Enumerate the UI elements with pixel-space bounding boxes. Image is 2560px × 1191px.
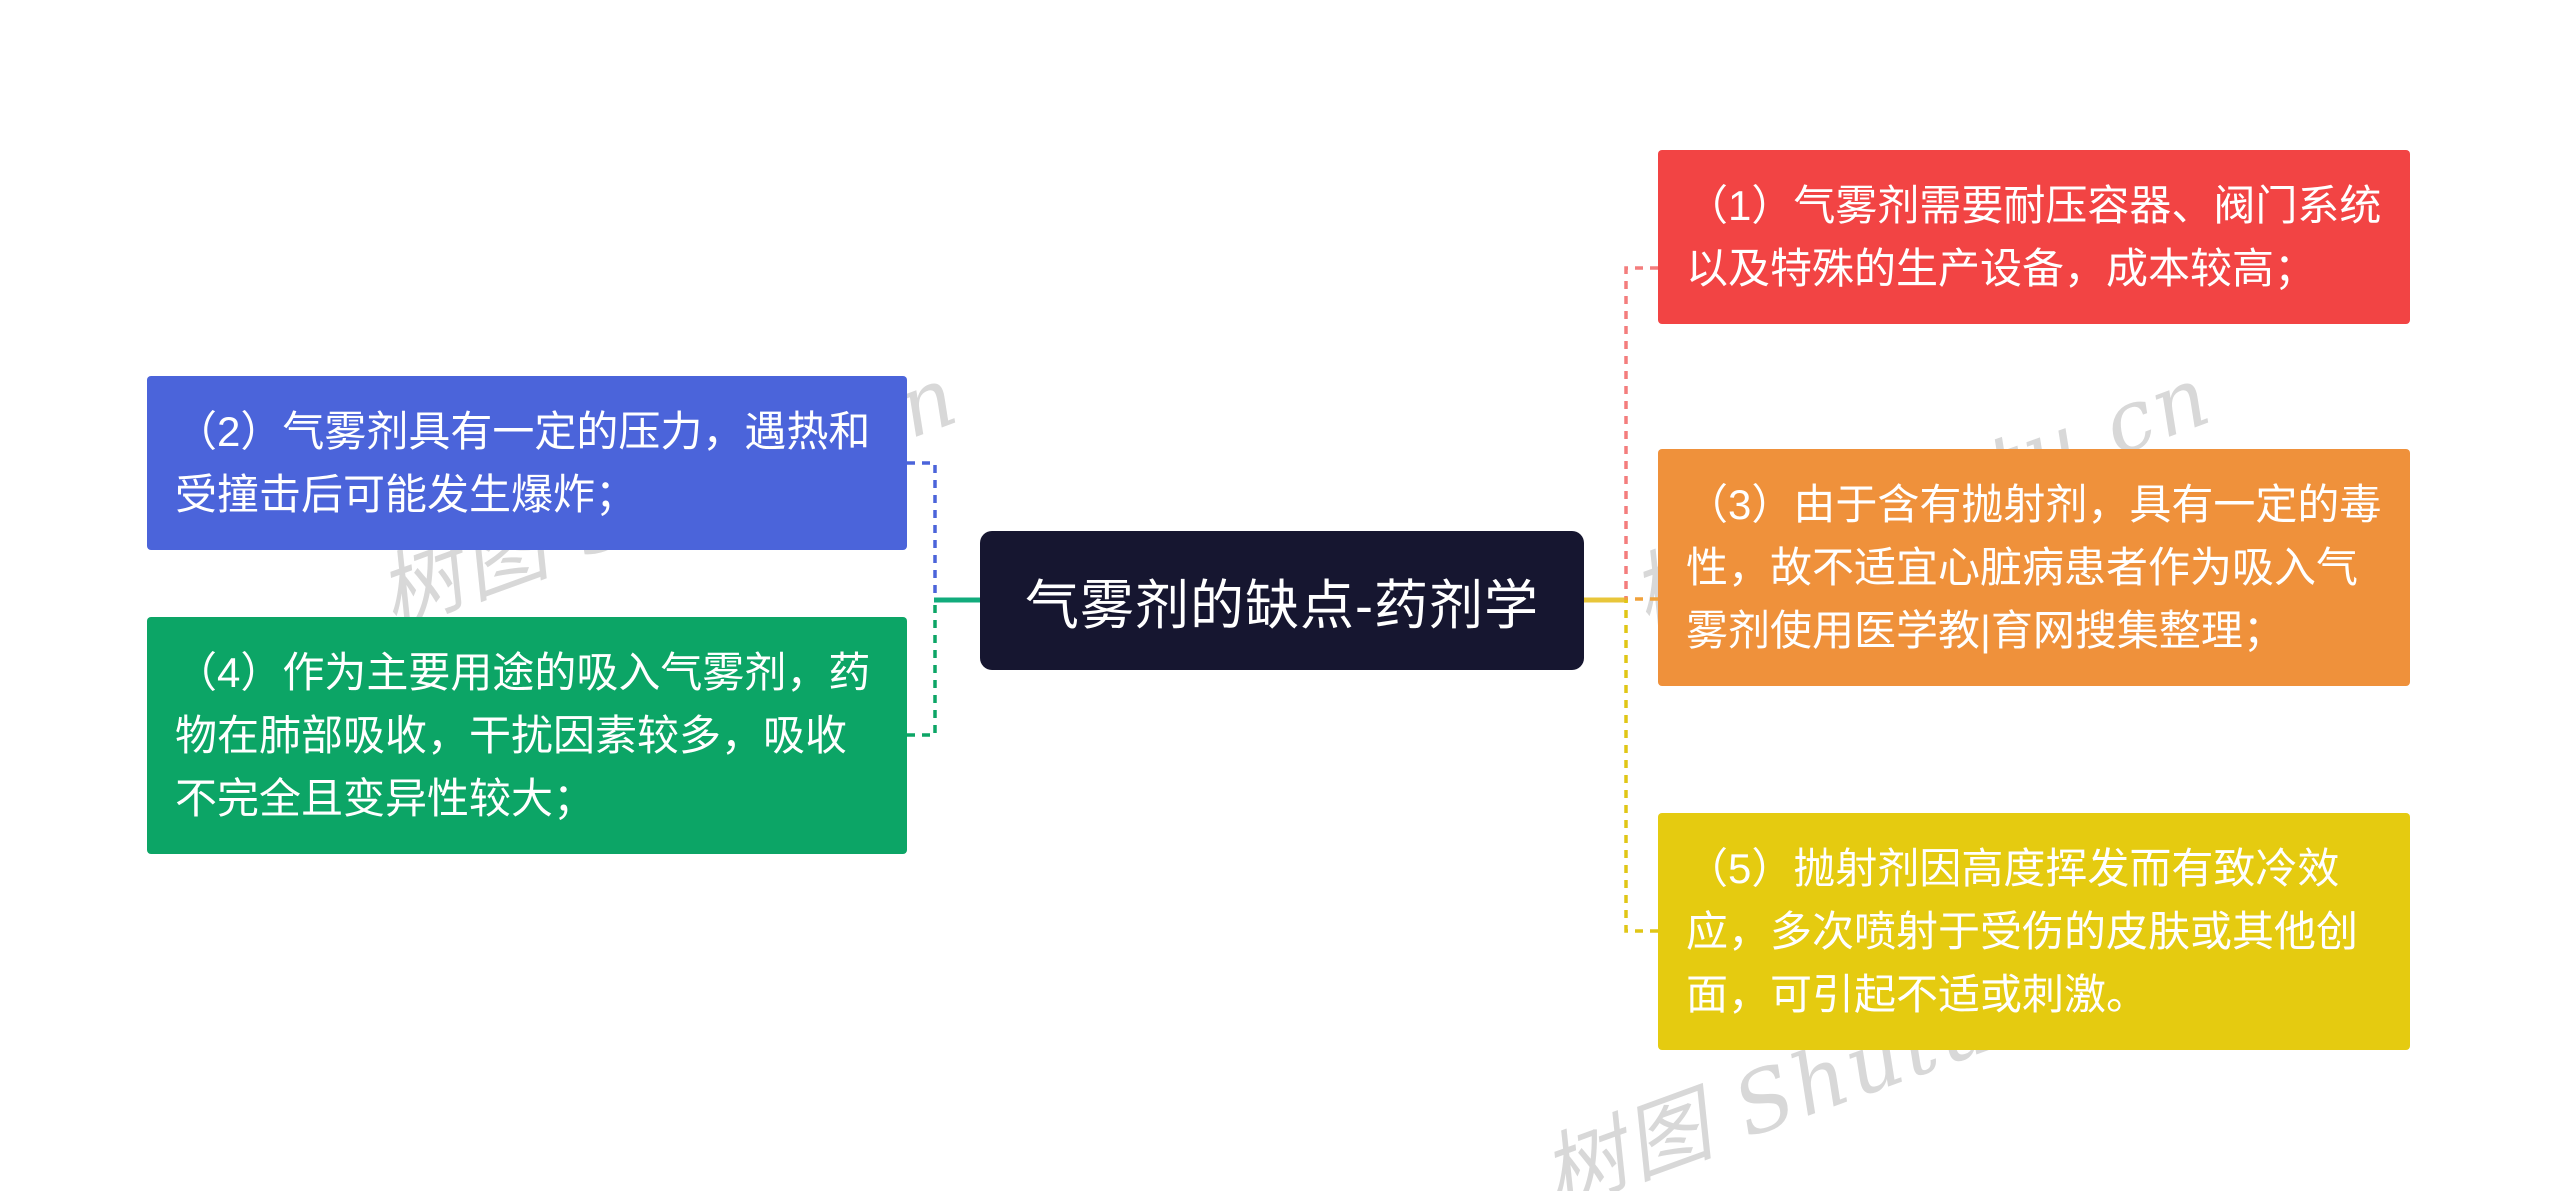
branch-node-1-label: （1）气雾剂需要耐压容器、阀门系统以及特殊的生产设备，成本较高； xyxy=(1686,182,2382,292)
branch-node-1[interactable]: （1）气雾剂需要耐压容器、阀门系统以及特殊的生产设备，成本较高； xyxy=(1658,150,2410,324)
connector-branch-3 xyxy=(1624,597,1658,601)
connector-branch-4 xyxy=(907,600,937,737)
connector-branch-5 xyxy=(1624,600,1658,933)
branch-node-5[interactable]: （5）抛射剂因高度挥发而有致冷效应，多次喷射于受伤的皮肤或其他创面，可引起不适或… xyxy=(1658,813,2410,1050)
branch-node-4-label: （4）作为主要用途的吸入气雾剂，药物在肺部吸收，干扰因素较多，吸收不完全且变异性… xyxy=(175,649,871,822)
connector-branch-1 xyxy=(1624,266,1658,600)
central-topic-label: 气雾剂的缺点-药剂学 xyxy=(1025,576,1539,636)
central-topic-node[interactable]: 气雾剂的缺点-药剂学 xyxy=(980,531,1584,670)
branch-node-3[interactable]: （3）由于含有抛射剂，具有一定的毒性，故不适宜心脏病患者作为吸入气雾剂使用医学教… xyxy=(1658,449,2410,686)
branch-node-4[interactable]: （4）作为主要用途的吸入气雾剂，药物在肺部吸收，干扰因素较多，吸收不完全且变异性… xyxy=(147,617,907,854)
branch-node-2[interactable]: （2）气雾剂具有一定的压力，遇热和受撞击后可能发生爆炸； xyxy=(147,376,907,550)
branch-node-5-label: （5）抛射剂因高度挥发而有致冷效应，多次喷射于受伤的皮肤或其他创面，可引起不适或… xyxy=(1686,845,2359,1018)
branch-node-2-label: （2）气雾剂具有一定的压力，遇热和受撞击后可能发生爆炸； xyxy=(175,408,871,518)
connector-branch-2 xyxy=(907,461,937,600)
branch-node-3-label: （3）由于含有抛射剂，具有一定的毒性，故不适宜心脏病患者作为吸入气雾剂使用医学教… xyxy=(1686,481,2382,654)
